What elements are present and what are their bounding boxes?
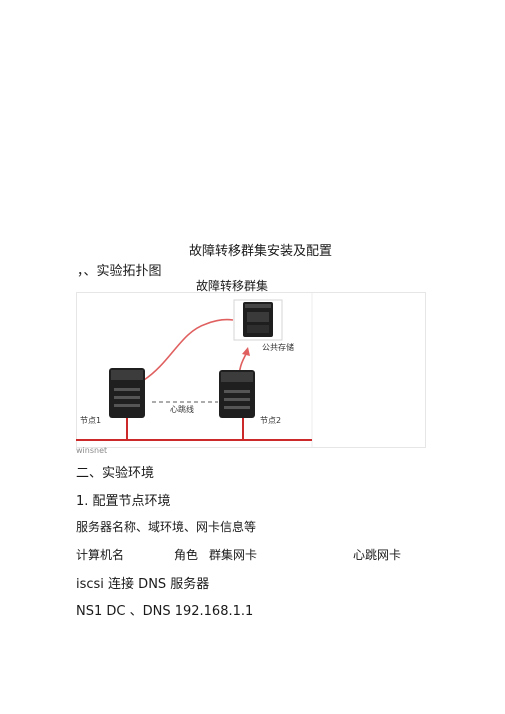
watermark-text: winsnet [76,446,108,455]
header-role: 角色 [174,548,199,562]
figure-caption: 故障转移群集 [196,279,269,293]
header-heartbeat-nic: 心跳网卡 [353,548,402,562]
heartbeat-label: 心跳线 [170,404,194,414]
subsection-heading-node-env: 1. 配置节点环境 [76,494,171,509]
node1-storage-link [143,318,234,381]
section-heading-environment: 二、实验环境 [76,466,155,481]
info-line: 服务器名称、域环境、网卡信息等 [76,520,257,534]
iscsi-dns-line: iscsi 连接 DNS 服务器 [76,577,210,592]
topology-diagram: 公共存储 心跳线 节点1 节点2 [76,292,426,448]
node2-server-icon [219,370,255,418]
ns1-line: NS1 DC 、DNS 192.168.1.1 [76,604,254,619]
document-title: 故障转移群集安装及配置 [189,244,333,259]
header-cluster-nic: 群集网卡 [209,548,258,562]
header-computer-name: 计算机名 [76,548,125,562]
node2-arrow-icon [242,347,250,356]
section-heading-topology: ，、实验拓扑图 [77,264,162,279]
storage-label: 公共存储 [262,342,294,352]
node1-label: 节点1 [80,416,101,425]
node1-server-icon [109,368,145,418]
storage-icon [233,299,283,341]
node2-label: 节点2 [260,416,281,425]
